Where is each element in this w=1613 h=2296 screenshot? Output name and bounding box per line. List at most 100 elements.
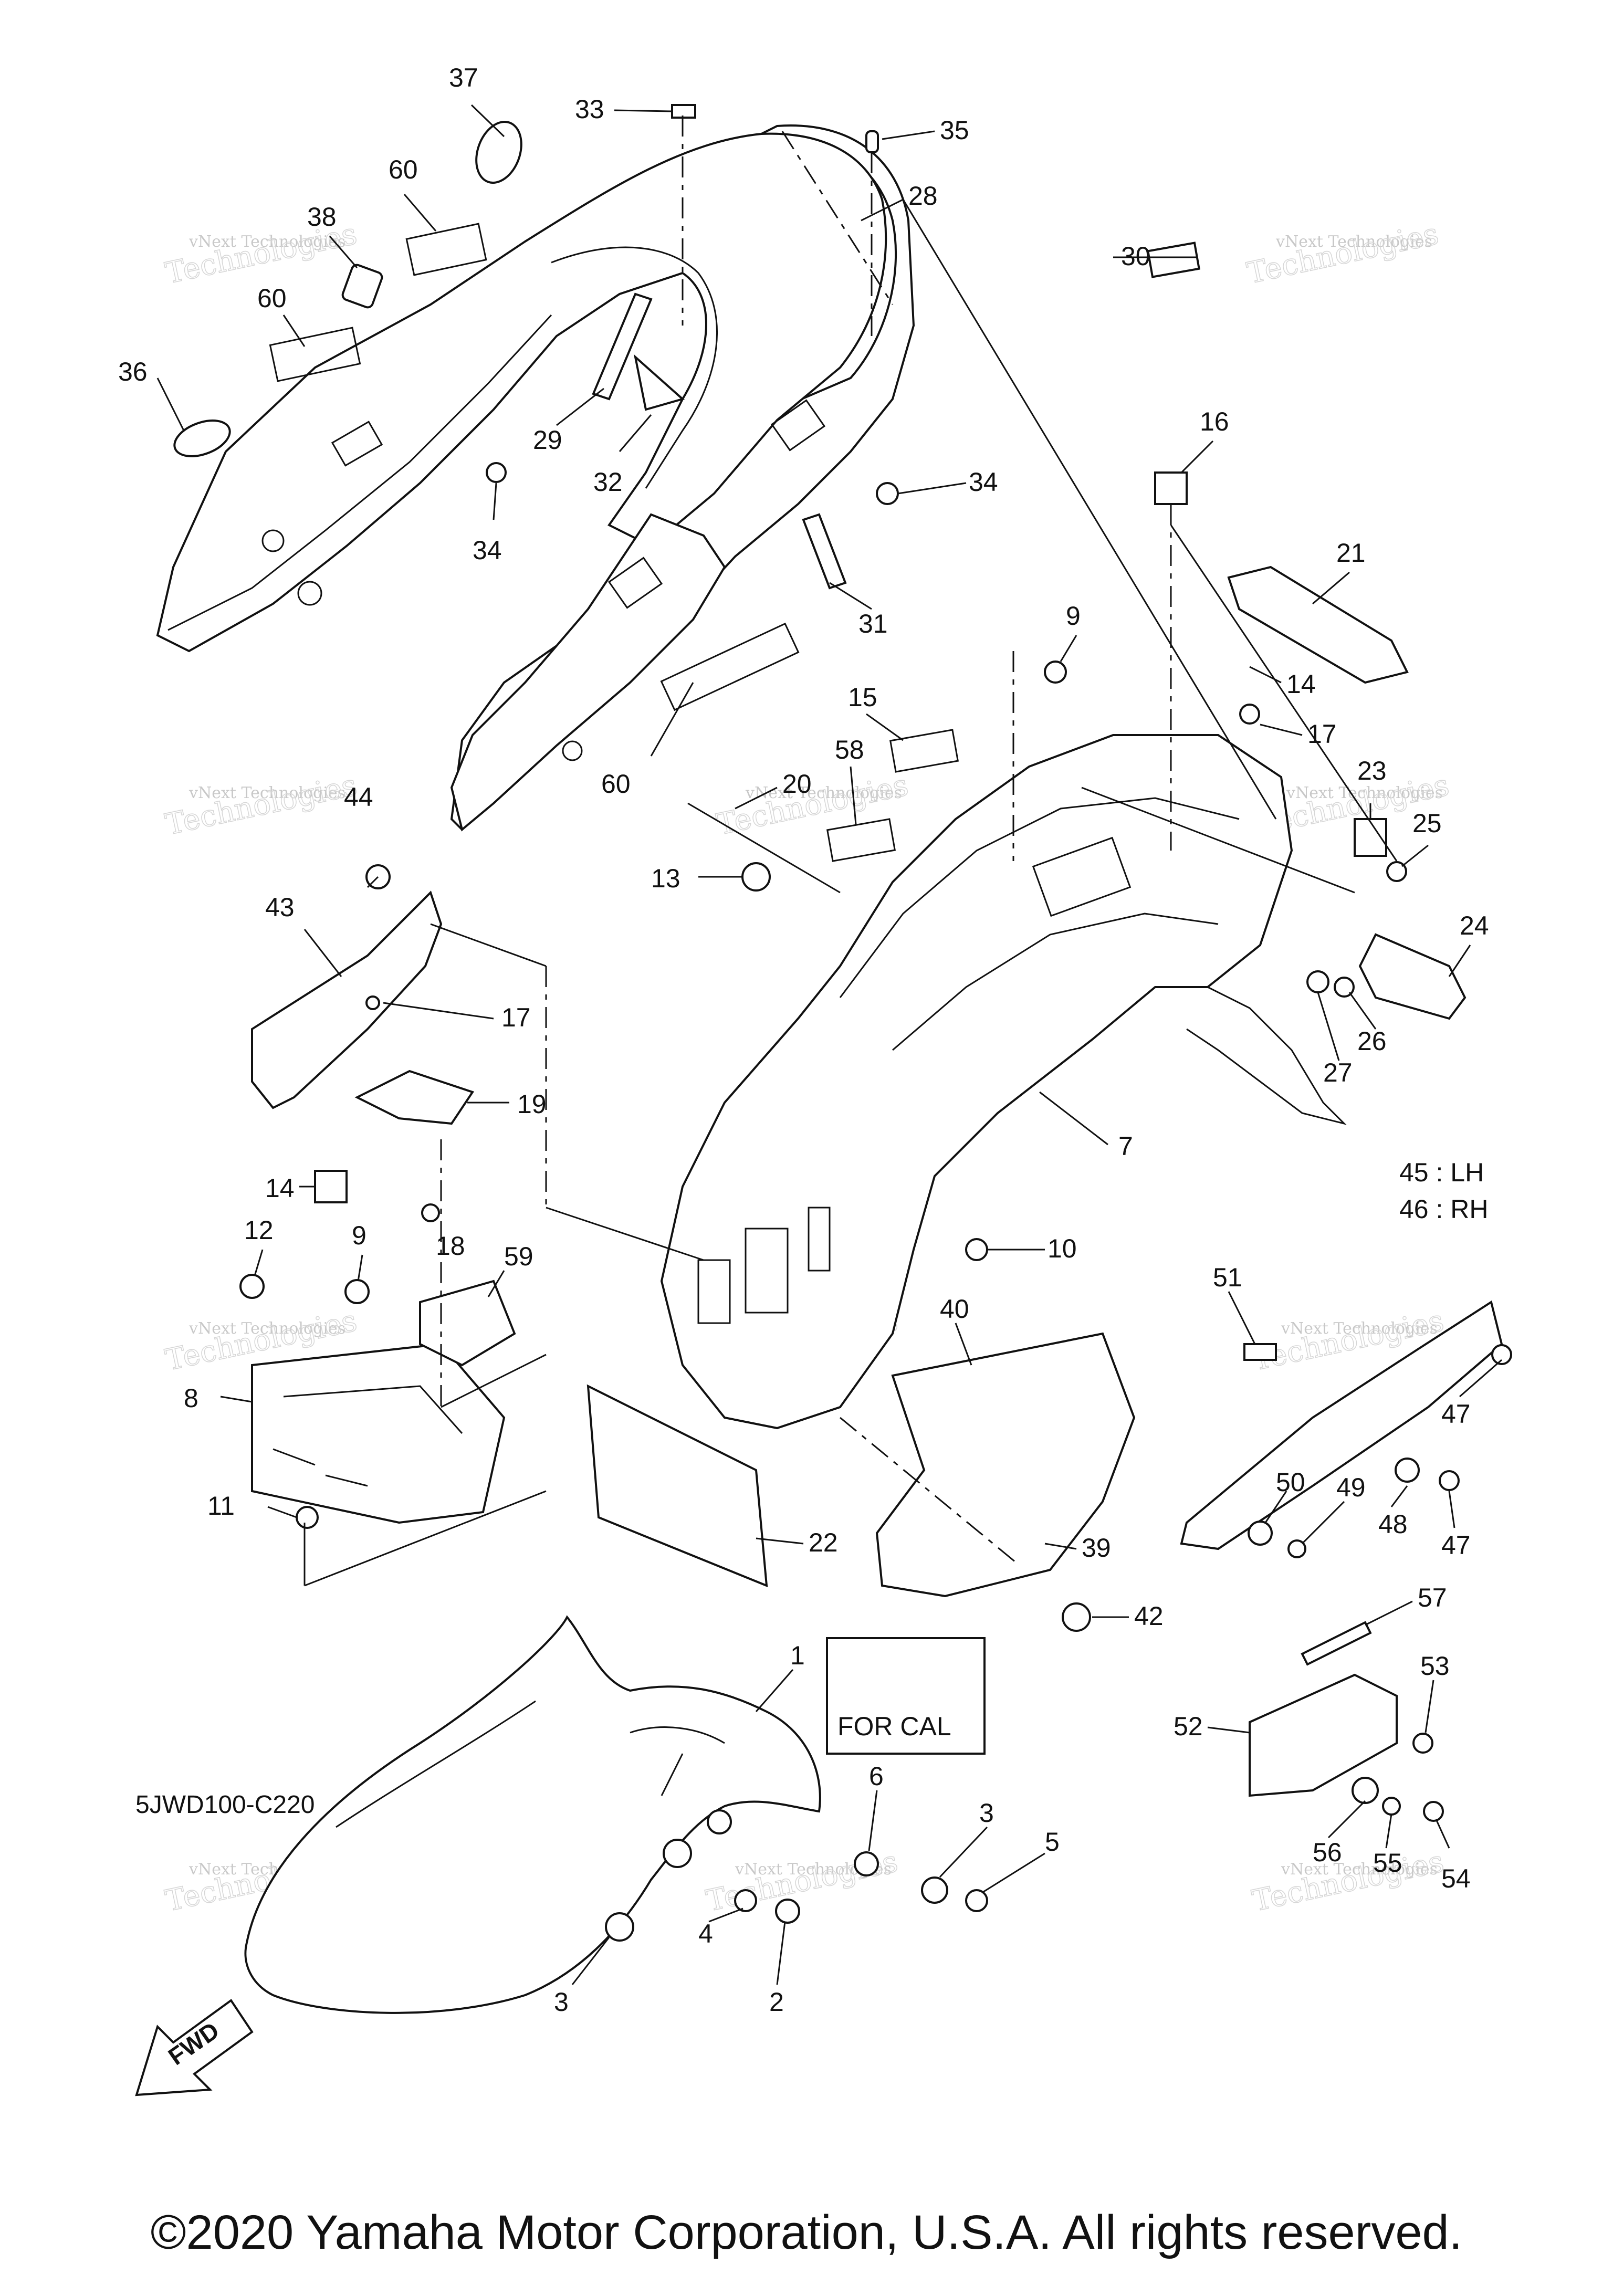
leader-line — [441, 1354, 547, 1408]
leader — [1348, 992, 1377, 1030]
callout-49: 49 — [1336, 1473, 1366, 1502]
leader — [850, 766, 857, 825]
bracket-52 — [1249, 1673, 1398, 1797]
callout-23: 23 — [1357, 756, 1387, 785]
callout-40: 40 — [940, 1294, 969, 1324]
leader — [755, 1669, 794, 1712]
callout-37: 37 — [449, 63, 478, 92]
callout-3b: 3 — [554, 1987, 569, 2017]
part-32 — [633, 354, 685, 411]
leader — [1249, 666, 1282, 684]
callout-4: 4 — [698, 1919, 713, 1948]
callout-60a: 60 — [389, 155, 418, 184]
callout-25: 25 — [1412, 809, 1442, 838]
callout-3a: 3 — [979, 1798, 994, 1828]
bracket-22 — [586, 1384, 768, 1588]
callout-6: 6 — [869, 1762, 884, 1791]
front-fender-1 — [244, 1615, 821, 2014]
leader — [981, 1852, 1045, 1894]
callout-33: 33 — [575, 95, 604, 124]
fender-wall — [697, 1259, 731, 1324]
fender-wall — [808, 1207, 831, 1272]
nut-6 — [854, 1851, 879, 1876]
mudflap-39 — [875, 1332, 1136, 1598]
bracket-24 — [1358, 933, 1467, 1020]
cowl-slot — [331, 421, 383, 467]
leader — [1390, 1485, 1408, 1507]
leader — [829, 582, 872, 610]
callout-17b: 17 — [501, 1003, 531, 1032]
watermark-line: vNext Technologies — [1275, 233, 1432, 251]
leader — [1385, 1813, 1392, 1849]
for-cal-box: FOR CAL — [826, 1637, 986, 1755]
callout-5: 5 — [1045, 1827, 1060, 1857]
cover-59 — [419, 1280, 516, 1367]
leader — [619, 414, 652, 452]
cowl-hole — [562, 740, 583, 761]
callout-12: 12 — [244, 1215, 274, 1245]
washer-55 — [1382, 1797, 1401, 1816]
callout-58: 58 — [835, 735, 864, 764]
callout-15: 15 — [848, 683, 877, 712]
leader — [1365, 1600, 1413, 1626]
leader — [282, 314, 306, 347]
pin-17a — [1239, 704, 1260, 725]
callout-13: 13 — [651, 864, 680, 893]
callout-1: 1 — [790, 1641, 805, 1670]
strip-57 — [1301, 1621, 1372, 1666]
bolt-47b — [1439, 1470, 1460, 1491]
leader — [493, 483, 497, 520]
leader — [403, 194, 437, 232]
callout-46: 46 : RH — [1399, 1194, 1489, 1224]
callout-43: 43 — [265, 893, 295, 922]
callout-57: 57 — [1418, 1583, 1447, 1612]
leader — [156, 378, 185, 431]
part-37 — [475, 120, 522, 184]
panel-43 — [251, 890, 443, 1109]
leader — [383, 1002, 494, 1020]
leader — [1264, 1491, 1287, 1523]
cowl-hole — [261, 529, 285, 552]
watermark-line: vNext Technologies — [1281, 1860, 1438, 1879]
tray-8 — [251, 1343, 506, 1524]
leader — [329, 236, 358, 268]
leader — [756, 1537, 804, 1545]
callout-42: 42 — [1134, 1601, 1164, 1631]
cowl-slot — [770, 399, 826, 452]
leader — [735, 787, 778, 810]
callout-leaders — [156, 104, 1502, 1985]
for-cal-frame — [826, 1637, 986, 1755]
washer-4 — [734, 1889, 757, 1912]
watermark-line: vNext Technologies — [1281, 1319, 1438, 1338]
watermark: vNext Technologies Technologies — [1244, 216, 1442, 291]
washer-18 — [421, 1203, 440, 1222]
bolt-53 — [1412, 1733, 1433, 1754]
callout-56: 56 — [1313, 1838, 1342, 1867]
bolt-9a — [1044, 661, 1067, 684]
callout-34b: 34 — [969, 467, 998, 497]
leader — [1228, 1291, 1256, 1345]
watermark-outline: Technologies — [1249, 1844, 1447, 1918]
leader — [366, 876, 379, 888]
leader — [868, 1790, 878, 1851]
leader — [1401, 844, 1429, 867]
callout-26: 26 — [1357, 1026, 1387, 1056]
callout-14a: 14 — [1286, 669, 1316, 699]
callout-48: 48 — [1378, 1509, 1408, 1539]
bolt-9b — [344, 1279, 370, 1304]
rear-fender-assembly — [239, 565, 1512, 1822]
nut-11 — [296, 1506, 319, 1529]
seat-cowl-assembly — [156, 104, 1200, 832]
part-38 — [341, 264, 383, 309]
callout-24: 24 — [1460, 911, 1489, 940]
callout-10: 10 — [1048, 1234, 1077, 1263]
leader — [303, 929, 342, 977]
callout-16: 16 — [1200, 407, 1229, 436]
leader-line — [430, 923, 547, 967]
bracket-21 — [1227, 565, 1409, 684]
leader — [556, 387, 604, 426]
part-51 — [1243, 1343, 1277, 1361]
side-panel-slot — [608, 557, 663, 609]
callout-44: 44 — [344, 782, 373, 812]
leader — [1312, 571, 1350, 605]
